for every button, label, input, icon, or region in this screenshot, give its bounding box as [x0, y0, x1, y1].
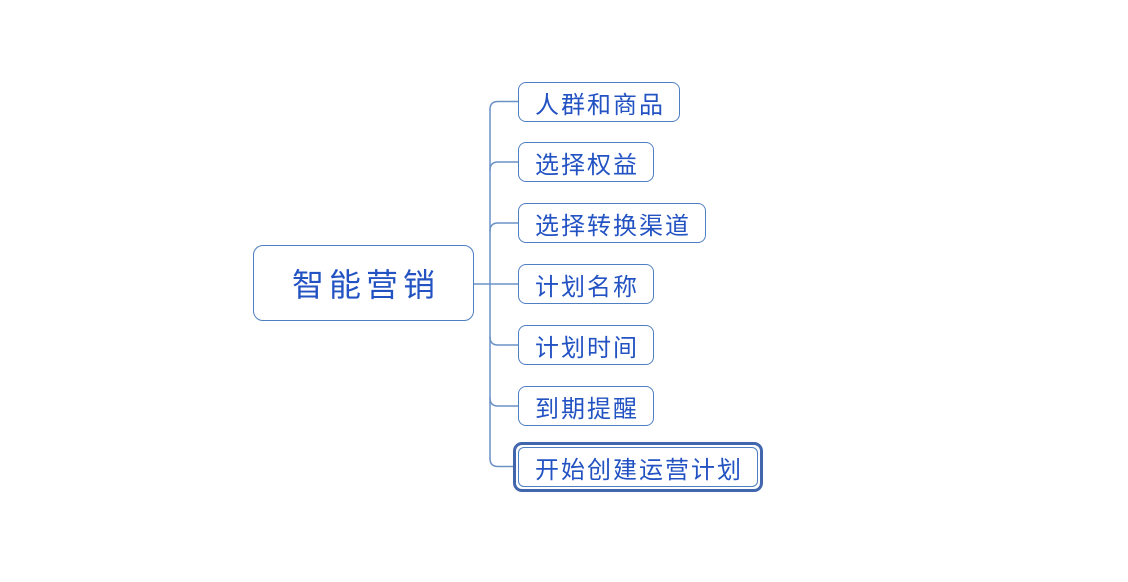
- mindmap-node-expiry-reminder[interactable]: 到期提醒: [518, 386, 654, 426]
- selected-node-outline: 开始创建运营计划: [513, 442, 763, 492]
- mindmap-node-crowd-and-product[interactable]: 人群和商品: [518, 82, 680, 122]
- mindmap-node-select-conversion-channel[interactable]: 选择转换渠道: [518, 203, 706, 243]
- mindmap-node-plan-name[interactable]: 计划名称: [518, 264, 654, 304]
- mindmap-root-node[interactable]: 智能营销: [253, 245, 474, 321]
- connector-branch-2: [489, 161, 519, 171]
- mindmap-node-select-benefit[interactable]: 选择权益: [518, 142, 654, 182]
- connector-branch-5: [489, 336, 519, 346]
- mindmap-node-start-create-operation-plan[interactable]: 开始创建运营计划: [518, 447, 758, 487]
- connector-branch-3: [489, 222, 519, 232]
- connector-branch-7: [489, 457, 514, 468]
- mindmap-node-plan-time[interactable]: 计划时间: [518, 325, 654, 365]
- connector-branch-1: [489, 100, 519, 111]
- connector-branch-6: [489, 397, 519, 407]
